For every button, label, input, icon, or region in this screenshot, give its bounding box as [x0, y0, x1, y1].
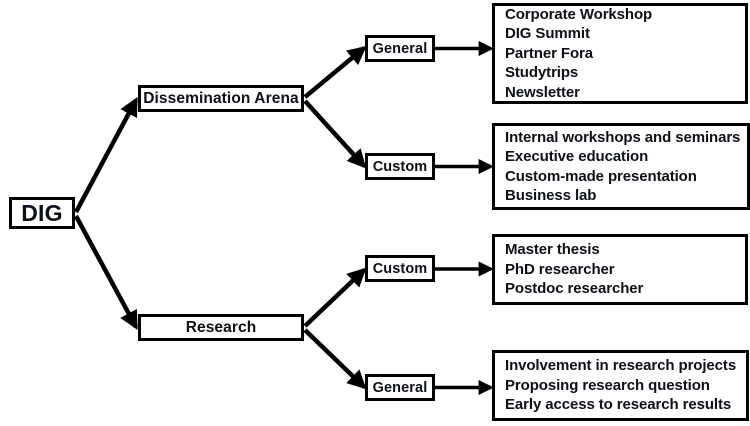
edge-dig-to-dissemination-arena: [74, 97, 138, 214]
node-dig-label: DIG: [21, 199, 63, 226]
node-dissemination-arena-label: Dissemination Arena: [143, 89, 299, 107]
list-item: Partner Fora: [505, 44, 593, 62]
node-research-label: Research: [185, 318, 257, 336]
node-research-custom-label: Custom: [372, 260, 428, 277]
node-dissemination-arena[interactable]: Dissemination Arena: [138, 85, 304, 112]
list-item: Proposing research question: [505, 376, 710, 394]
node-research-custom[interactable]: Custom: [365, 255, 435, 282]
node-dissemination-custom[interactable]: Custom: [365, 153, 435, 180]
node-research-general[interactable]: General: [365, 374, 435, 401]
edge-research-to-custom: [303, 267, 367, 328]
list-research-general: Involvement in research projects Proposi…: [492, 350, 749, 421]
node-dissemination-general[interactable]: General: [365, 35, 435, 62]
list-research-custom: Master thesis PhD researcher Postdoc res…: [492, 234, 748, 305]
edge-research-to-general: [303, 328, 367, 390]
list-item: Studytrips: [505, 64, 579, 82]
edge-dissemination-arena-to-custom: [303, 99, 367, 169]
node-dig[interactable]: DIG: [9, 197, 75, 229]
list-item: Corporate Workshop: [505, 5, 653, 23]
list-item: Business lab: [505, 187, 597, 204]
list-item: Involvement in research projects: [505, 357, 737, 375]
list-item: Postdoc researcher: [505, 280, 644, 298]
list-item: Custom-made presentation: [505, 167, 697, 185]
node-research-general-label: General: [372, 379, 428, 396]
list-item: PhD researcher: [505, 260, 615, 278]
list-item: Newsletter: [505, 83, 580, 101]
edge-dissemination-arena-to-general: [303, 45, 367, 99]
edge-dig-to-research: [74, 214, 138, 330]
list-item: Early access to research results: [505, 396, 732, 414]
node-research[interactable]: Research: [138, 314, 304, 341]
list-item: Master thesis: [505, 241, 600, 259]
list-dissemination-custom: Internal workshops and seminars Executiv…: [492, 123, 750, 210]
node-dissemination-custom-label: Custom: [372, 158, 428, 175]
list-item: Internal workshops and seminars: [505, 128, 741, 146]
list-dissemination-general: Corporate Workshop DIG Summit Partner Fo…: [492, 3, 748, 104]
list-item: DIG Summit: [505, 25, 590, 43]
node-dissemination-general-label: General: [372, 40, 428, 57]
list-item: Executive education: [505, 148, 649, 165]
